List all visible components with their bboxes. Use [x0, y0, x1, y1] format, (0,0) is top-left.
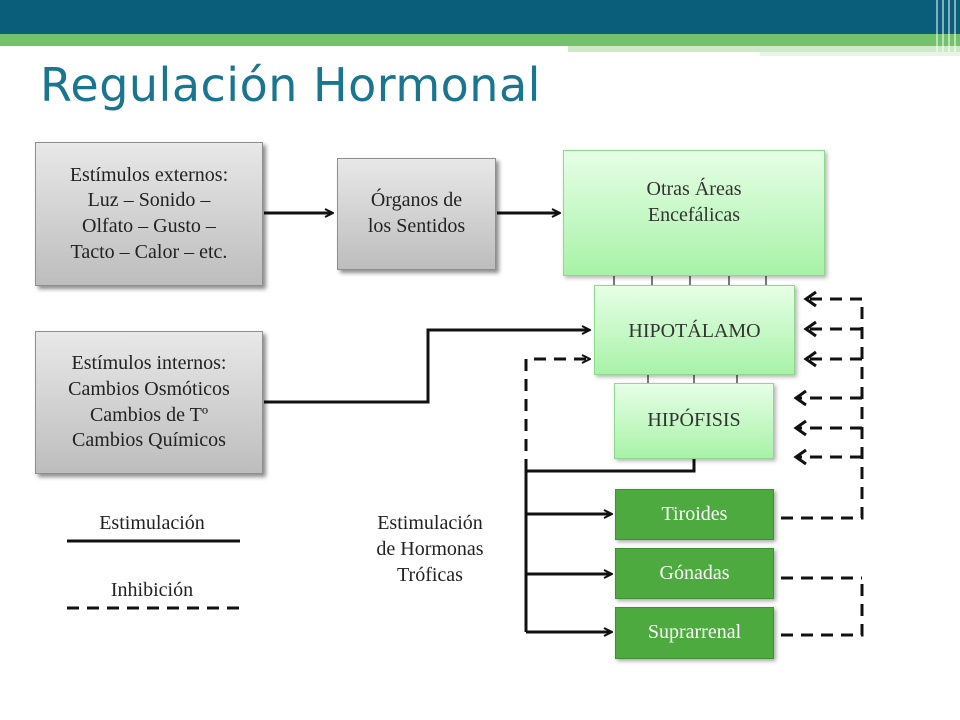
legend-stimulation-label: Estimulación [99, 512, 205, 534]
accent-stripe-light [568, 46, 960, 52]
slide-title: Regulación Hormonal [40, 58, 541, 112]
accent-stripe [0, 34, 960, 46]
sense-organs-box: Órganos de los Sentidos [337, 158, 496, 270]
hypophysis-box: HIPÓFISIS [614, 383, 774, 459]
gonads-box: Gónadas [615, 548, 774, 599]
hypothalamus-box: HIPOTÁLAMO [594, 285, 795, 375]
accent-stripe-lighter [760, 52, 960, 56]
line-hipofisis-bus [526, 459, 696, 473]
adrenal-box: Suprarrenal [615, 607, 774, 659]
arrow-internos-hipotalamo [264, 330, 589, 404]
thyroid-box: Tiroides [615, 489, 774, 540]
external-stimuli-box: Estímulos externos: Luz – Sonido – Olfat… [35, 142, 263, 286]
header-decoration [930, 0, 960, 52]
inhibition-bus-hipotalamo [524, 359, 589, 471]
inhibition-tiroides [781, 297, 864, 520]
inhibition-suprarrenal [781, 578, 864, 637]
other-brain-areas-box: Otras Áreas Encefálicas [563, 150, 825, 276]
internal-stimuli-box: Estímulos internos: Cambios Osmóticos Ca… [35, 331, 263, 474]
tropic-hormones-label: Estimulación de Hormonas Tróficas [376, 512, 484, 586]
header-bar [0, 0, 960, 34]
legend-inhibition-label: Inhibición [110, 579, 194, 601]
